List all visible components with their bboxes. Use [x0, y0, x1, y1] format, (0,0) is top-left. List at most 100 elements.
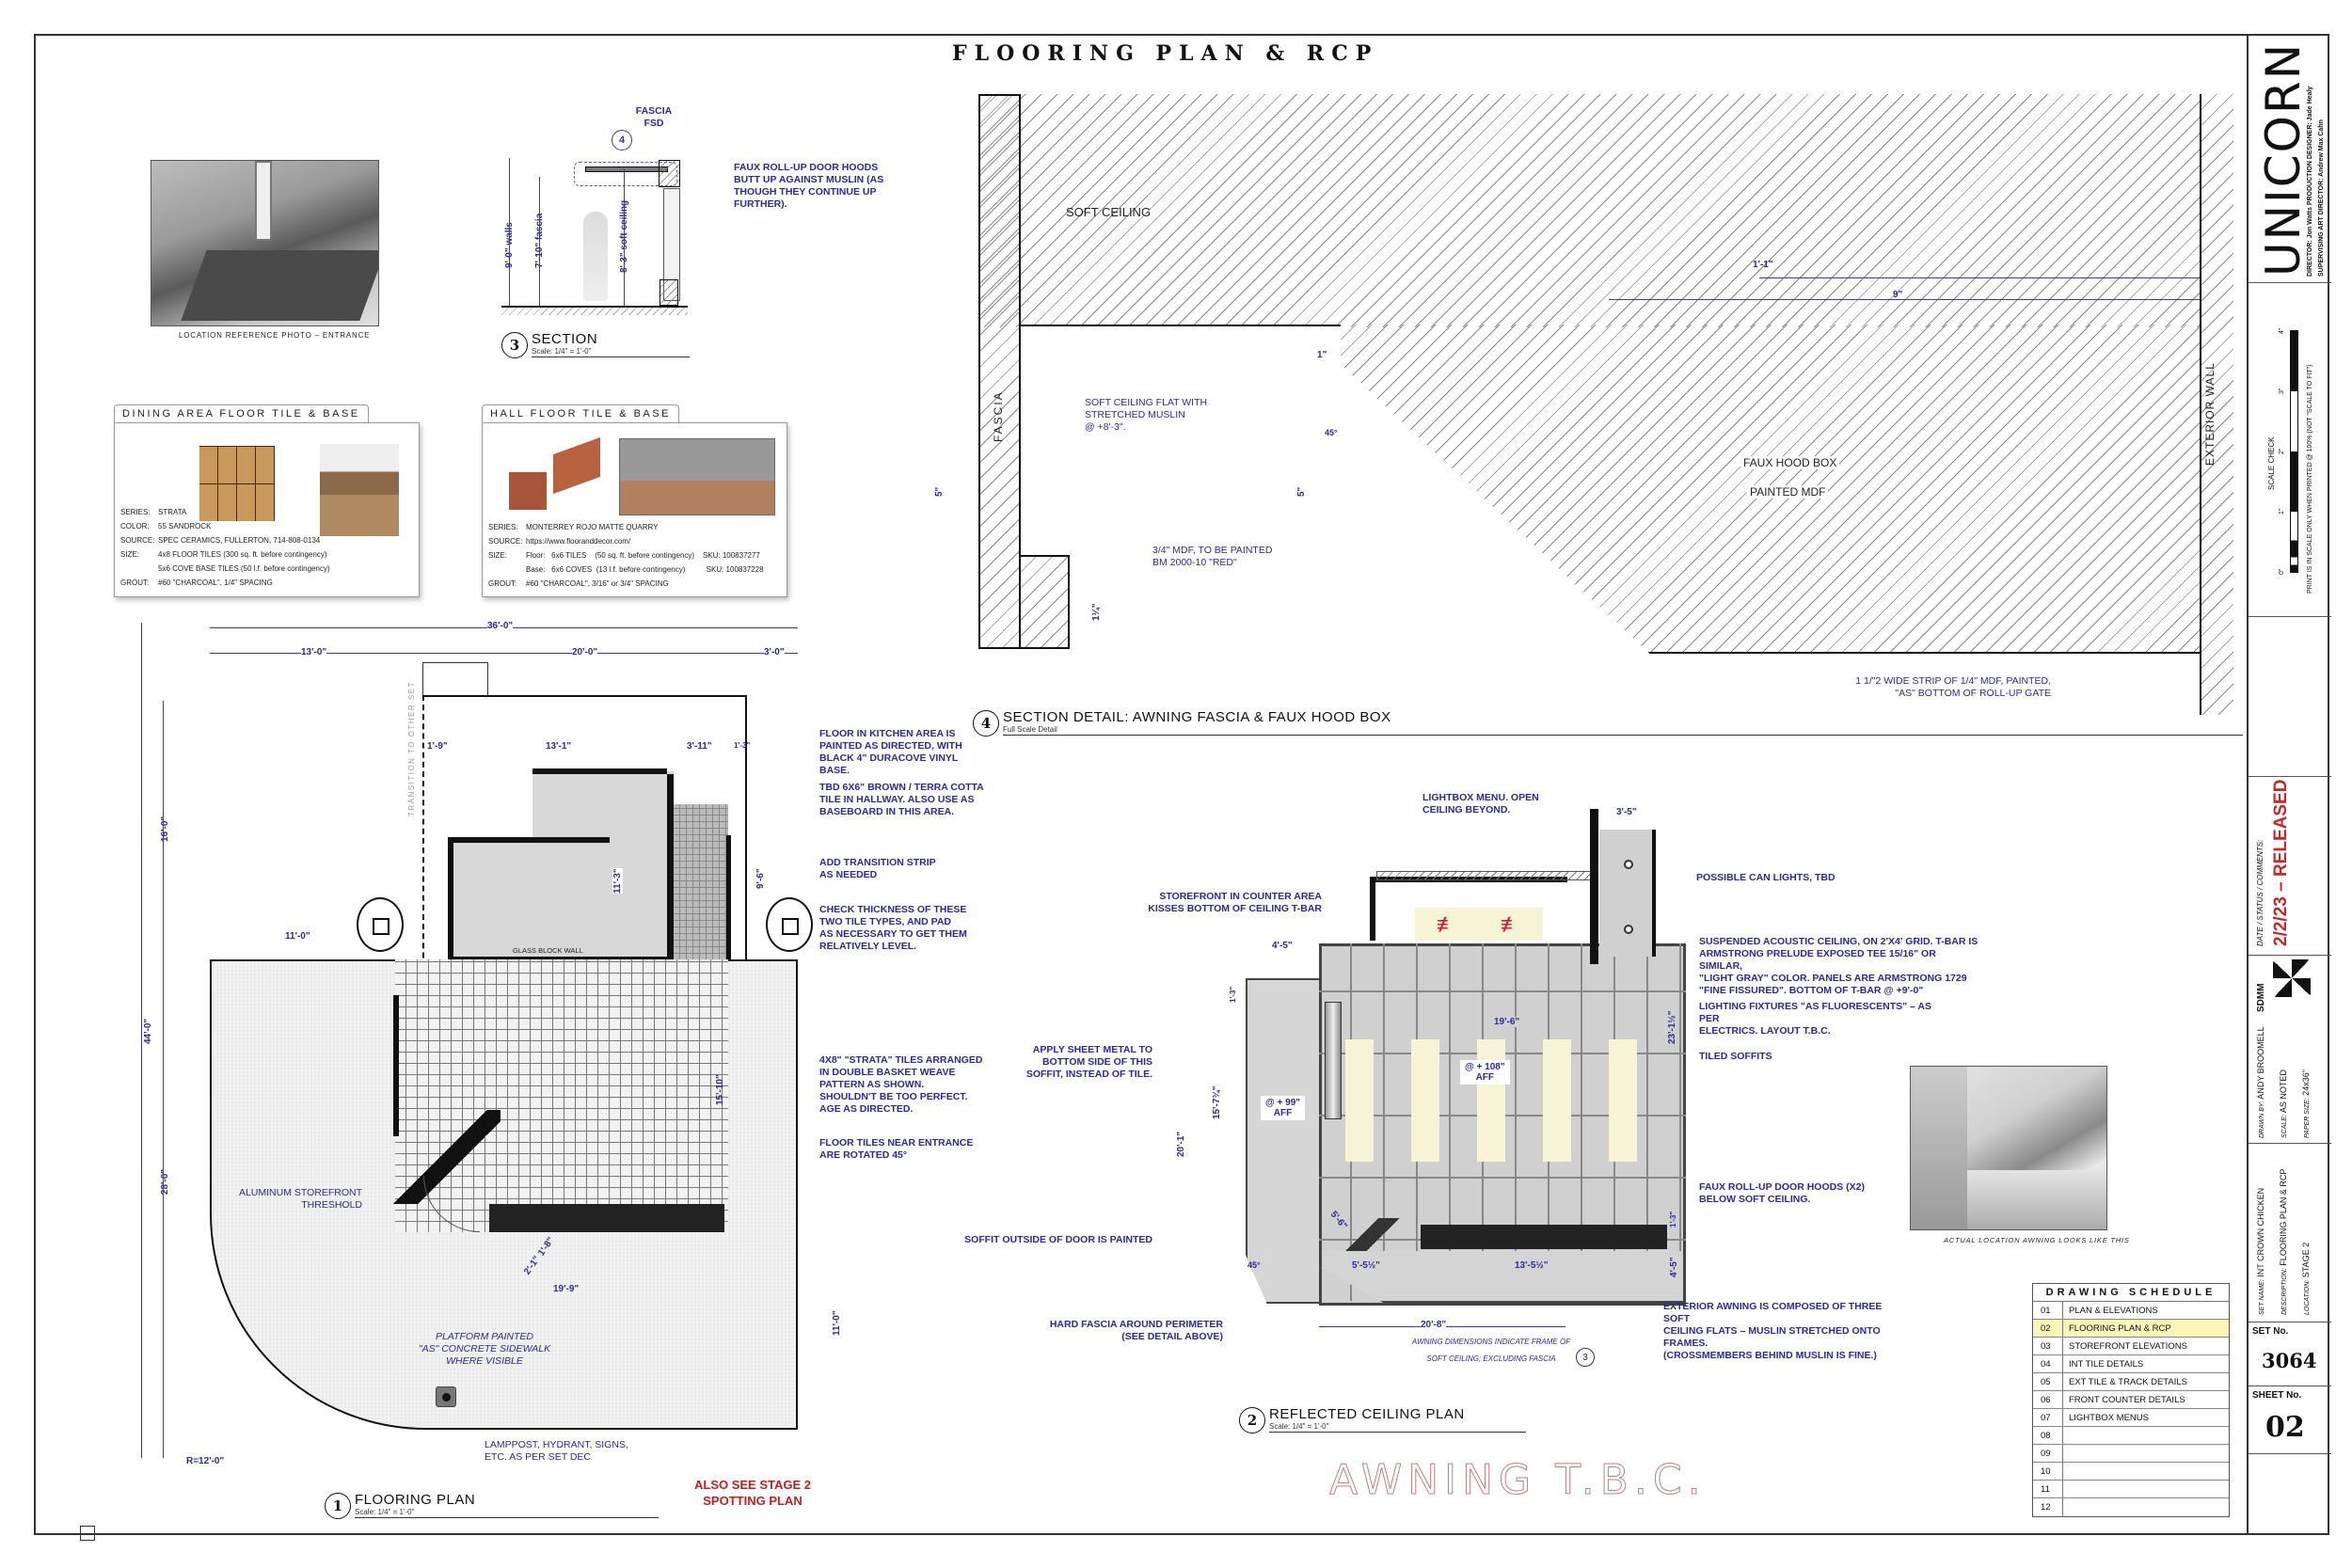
schedule-row: 12 [2033, 1498, 2229, 1516]
dim-44-0: 44'-0" [143, 1018, 153, 1044]
scale-tick-4: 4" [2279, 327, 2285, 334]
storefront-frame-shape [1911, 1067, 1967, 1229]
spec-source: SOURCE:SPEC CERAMICS, FULLERTON, 714-808… [120, 536, 321, 545]
can-lights-note: POSSIBLE CAN LIGHTS, TBD [1696, 872, 1836, 883]
set-no-value: 3064 [2262, 1349, 2317, 1372]
drawing-name: SECTION DETAIL: AWNING FASCIA & FAUX HOO… [1003, 709, 1391, 725]
detail-callout-4[interactable]: 4 [612, 130, 632, 150]
dim-1in: 1" [1317, 350, 1327, 360]
sheet-no-label: SHEET No. [2252, 1390, 2302, 1401]
spec-size-base: Base: 6x6 COVES (13 l.f. before continge… [526, 565, 764, 574]
sheet-metal-note: APPLY SHEET METAL TO BOTTOM SIDE OF THIS… [1025, 1044, 1152, 1080]
spec-size-base: 5x6 COVE BASE TILES (50 l.f. before cont… [158, 564, 330, 573]
dim-line-walls [509, 158, 510, 306]
rcp-front-soffit [1319, 1251, 1686, 1304]
hall-tile-card-title: HALL FLOOR TILE & BASE [482, 404, 679, 422]
dim-8-3-soft-ceiling: 8'-3" soft ceiling [619, 199, 629, 273]
dim-5in-left: 5" [934, 486, 945, 497]
dim-line-9in [1609, 299, 2200, 300]
radius-note: R=12'-0" [186, 1456, 225, 1466]
fascia-fsd-label: FASCIA FSD [635, 105, 673, 129]
spec-source: SOURCE:https://www.flooranddecor.com/ [488, 537, 631, 546]
rcp-dim-13-5-5: 13'-5½" [1515, 1260, 1549, 1271]
dim-line-16-28 [163, 701, 164, 1458]
painted-mdf-label: PAINTED MDF [1747, 485, 1829, 499]
fluorescent-fixture-3 [1477, 1039, 1505, 1162]
roll-up-hoods-note: FAUX ROLL-UP DOOR HOODS (x2) BELOW SOFT … [1699, 1181, 1865, 1205]
lamppost-base [436, 1386, 456, 1407]
dim-20-0: 20'-0" [572, 647, 598, 657]
dim-9in: 9" [1893, 290, 1903, 300]
drawing-label-flooring-plan: 1 FLOORING PLAN Scale: 1/4" = 1'-0" [325, 1493, 659, 1519]
set-name-field: SET NAME: INT CROWN CHICKEN [2256, 1187, 2265, 1315]
rcp-dim-4-5: 4'-5" [1272, 941, 1293, 951]
fluorescent-fixture-1 [1345, 1039, 1374, 1162]
strata-tile-swatch [199, 446, 275, 521]
tb-scale-check-cell: SCALE CHECK 4" 3" 2" 1" 0" PRINT IS IN S… [2249, 283, 2331, 617]
also-see-stage2-note: ALSO SEE STAGE 2 SPOTTING PLAN [693, 1478, 811, 1508]
status-value: 2/2/23 – RELEASED [2271, 779, 2291, 946]
stair-block [422, 662, 488, 696]
dim-line-soft-ceiling [624, 169, 625, 306]
column-marker-right [766, 897, 813, 952]
soft-ceiling-flat-note: SOFT CEILING FLAT WITH STRETCHED MUSLIN … [1085, 397, 1208, 433]
dining-wall-left [393, 995, 399, 1136]
scale-check-bar [2290, 330, 2298, 573]
drawing-name: REFLECTED CEILING PLAN [1269, 1406, 1465, 1422]
glass-block-wall [450, 957, 675, 961]
sheet-border [34, 34, 2329, 1535]
dim-1-1: 1'-1" [1753, 260, 1773, 270]
sheet-metal-soffit [1325, 1002, 1342, 1119]
tb-sheet-no-cell: SHEET No. 02 [2249, 1386, 2331, 1454]
drawing-number-4: 4 [973, 710, 999, 736]
drawing-number-3: 3 [501, 332, 528, 358]
hall-tile-card: HALL FLOOR TILE & BASE SERIES:MONTERREY … [482, 404, 787, 597]
corner-checkbox[interactable] [80, 1526, 95, 1541]
section-callout-3[interactable]: 3 [1576, 1348, 1595, 1367]
faux-hood-box-label: FAUX HOOD BOX [1740, 456, 1840, 469]
exterior-wall-label: EXTERIOR WALL [2203, 362, 2217, 466]
column-marker-left [357, 897, 404, 952]
dim-line-fascia [539, 177, 540, 306]
lamppost-note: LAMPPOST, HYDRANT, SIGNS, ETC. AS PER SE… [485, 1439, 628, 1463]
exterior-wall-hatch [2200, 94, 2233, 715]
kitchen-wall-right [667, 774, 674, 962]
street-view-shape [1967, 1170, 2106, 1229]
rcp-dim-1-3-left: 1'-3" [1229, 986, 1237, 1003]
spec-size: SIZE:4x8 FLOOR TILES (300 sq. ft. before… [120, 550, 327, 559]
schedule-row: 11 [2033, 1481, 2229, 1498]
hallway-terra-cotta-tile [674, 804, 728, 959]
paper-size-field: PAPER SIZE: 24x36" [2301, 1069, 2311, 1138]
tb-blank-cell [2249, 617, 2331, 777]
status-label: DATE / STATUS / COMMENTS: [2256, 839, 2265, 946]
scale-tick-0: 0" [2279, 568, 2285, 575]
mdf-paint-note: 3/4" MDF, TO BE PAINTED BM 2000-10 "RED" [1152, 545, 1273, 568]
drawing-name: SECTION [532, 331, 598, 347]
spec-grout: GROUT:#60 "CHARCOAL", 3/16" or 3/4" SPAC… [488, 579, 669, 588]
tb-status-cell: DATE / STATUS / COMMENTS: 2/2/23 – RELEA… [2249, 777, 2331, 956]
tb-set-no-cell: SET No. 3064 [2249, 1323, 2331, 1386]
rotated-tiles-note: FLOOR TILES NEAR ENTRANCE ARE ROTATED 45… [819, 1137, 974, 1161]
drawing-number-1: 1 [325, 1493, 351, 1519]
spec-color: COLOR:55 SANDROCK [120, 522, 212, 531]
rcp-dim-45: 45° [1248, 1260, 1261, 1270]
credits-line-2: SUPERVISING ART DIRECTOR: Andrew Max Cah… [2318, 119, 2325, 277]
awning-dimension-note: AWNING DIMENSIONS INDICATE FRAME OF SOFT… [1411, 1338, 1571, 1363]
angled-door-hood [1322, 1218, 1425, 1256]
dim-19-9: 19'-9" [553, 1284, 580, 1294]
glass-block-wall-label: GLASS BLOCK WALL [513, 946, 583, 955]
height-label-soffit: @ + 99" AFF [1261, 1096, 1306, 1120]
soft-ceiling-underside [1021, 325, 1341, 326]
dim-1-3: 1'-3" [734, 741, 751, 750]
awning-photo-caption: ACTUAL LOCATION AWNING LOOKS LIKE THIS [1944, 1236, 2130, 1244]
rcp-dim-20-8: 20'-8" [1421, 1320, 1447, 1330]
dim-36-0: 36'-0" [487, 621, 514, 631]
